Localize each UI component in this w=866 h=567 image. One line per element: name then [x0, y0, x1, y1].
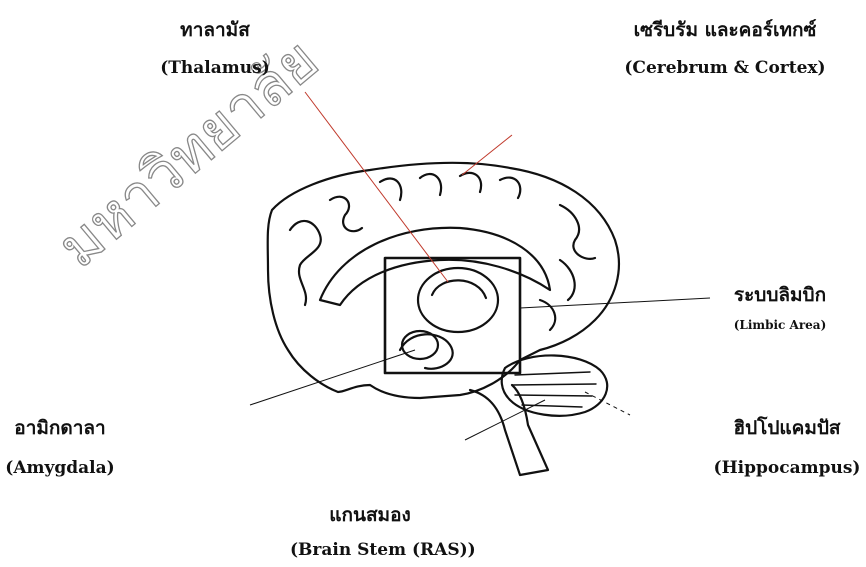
hippocampus-shape [400, 334, 453, 368]
limbic-label-english: (Limbic Area) [715, 318, 845, 332]
pointer-thalamus [305, 92, 448, 282]
brainstem-label-thai: แกนสมอง [300, 500, 440, 530]
amygdala-label-thai: อามิกดาลา [0, 413, 120, 443]
hippocampus-label-thai: ฮิปโปแคมปัส [712, 413, 862, 443]
cerebrum-label-thai: เซรีบรัม และคอร์เทกซ์ [600, 15, 850, 45]
gyri-right [540, 205, 595, 330]
thalamus-label-english: (Thalamus) [145, 58, 285, 78]
cerebrum-outline [268, 163, 619, 398]
amygdala-label-english: (Amygdala) [0, 458, 120, 478]
limbic-label-thai: ระบบลิมบิก [715, 280, 845, 310]
cerebellum-lines [512, 372, 596, 407]
hippocampus-label-english: (Hippocampus) [712, 458, 862, 478]
pointer-cerebrum [462, 135, 512, 175]
pointer-limbic [520, 298, 710, 308]
corpus-callosum [320, 228, 550, 305]
thalamus-label-thai: ทาลามัส [150, 15, 280, 45]
pointer-amygdala [250, 350, 415, 405]
cerebrum-label-english: (Cerebrum & Cortex) [600, 58, 850, 78]
thalamus-shape [418, 268, 498, 332]
thalamus-inner [432, 280, 486, 298]
brainstem-label-english: (Brain Stem (RAS)) [290, 540, 470, 560]
gyri-top [380, 173, 520, 200]
